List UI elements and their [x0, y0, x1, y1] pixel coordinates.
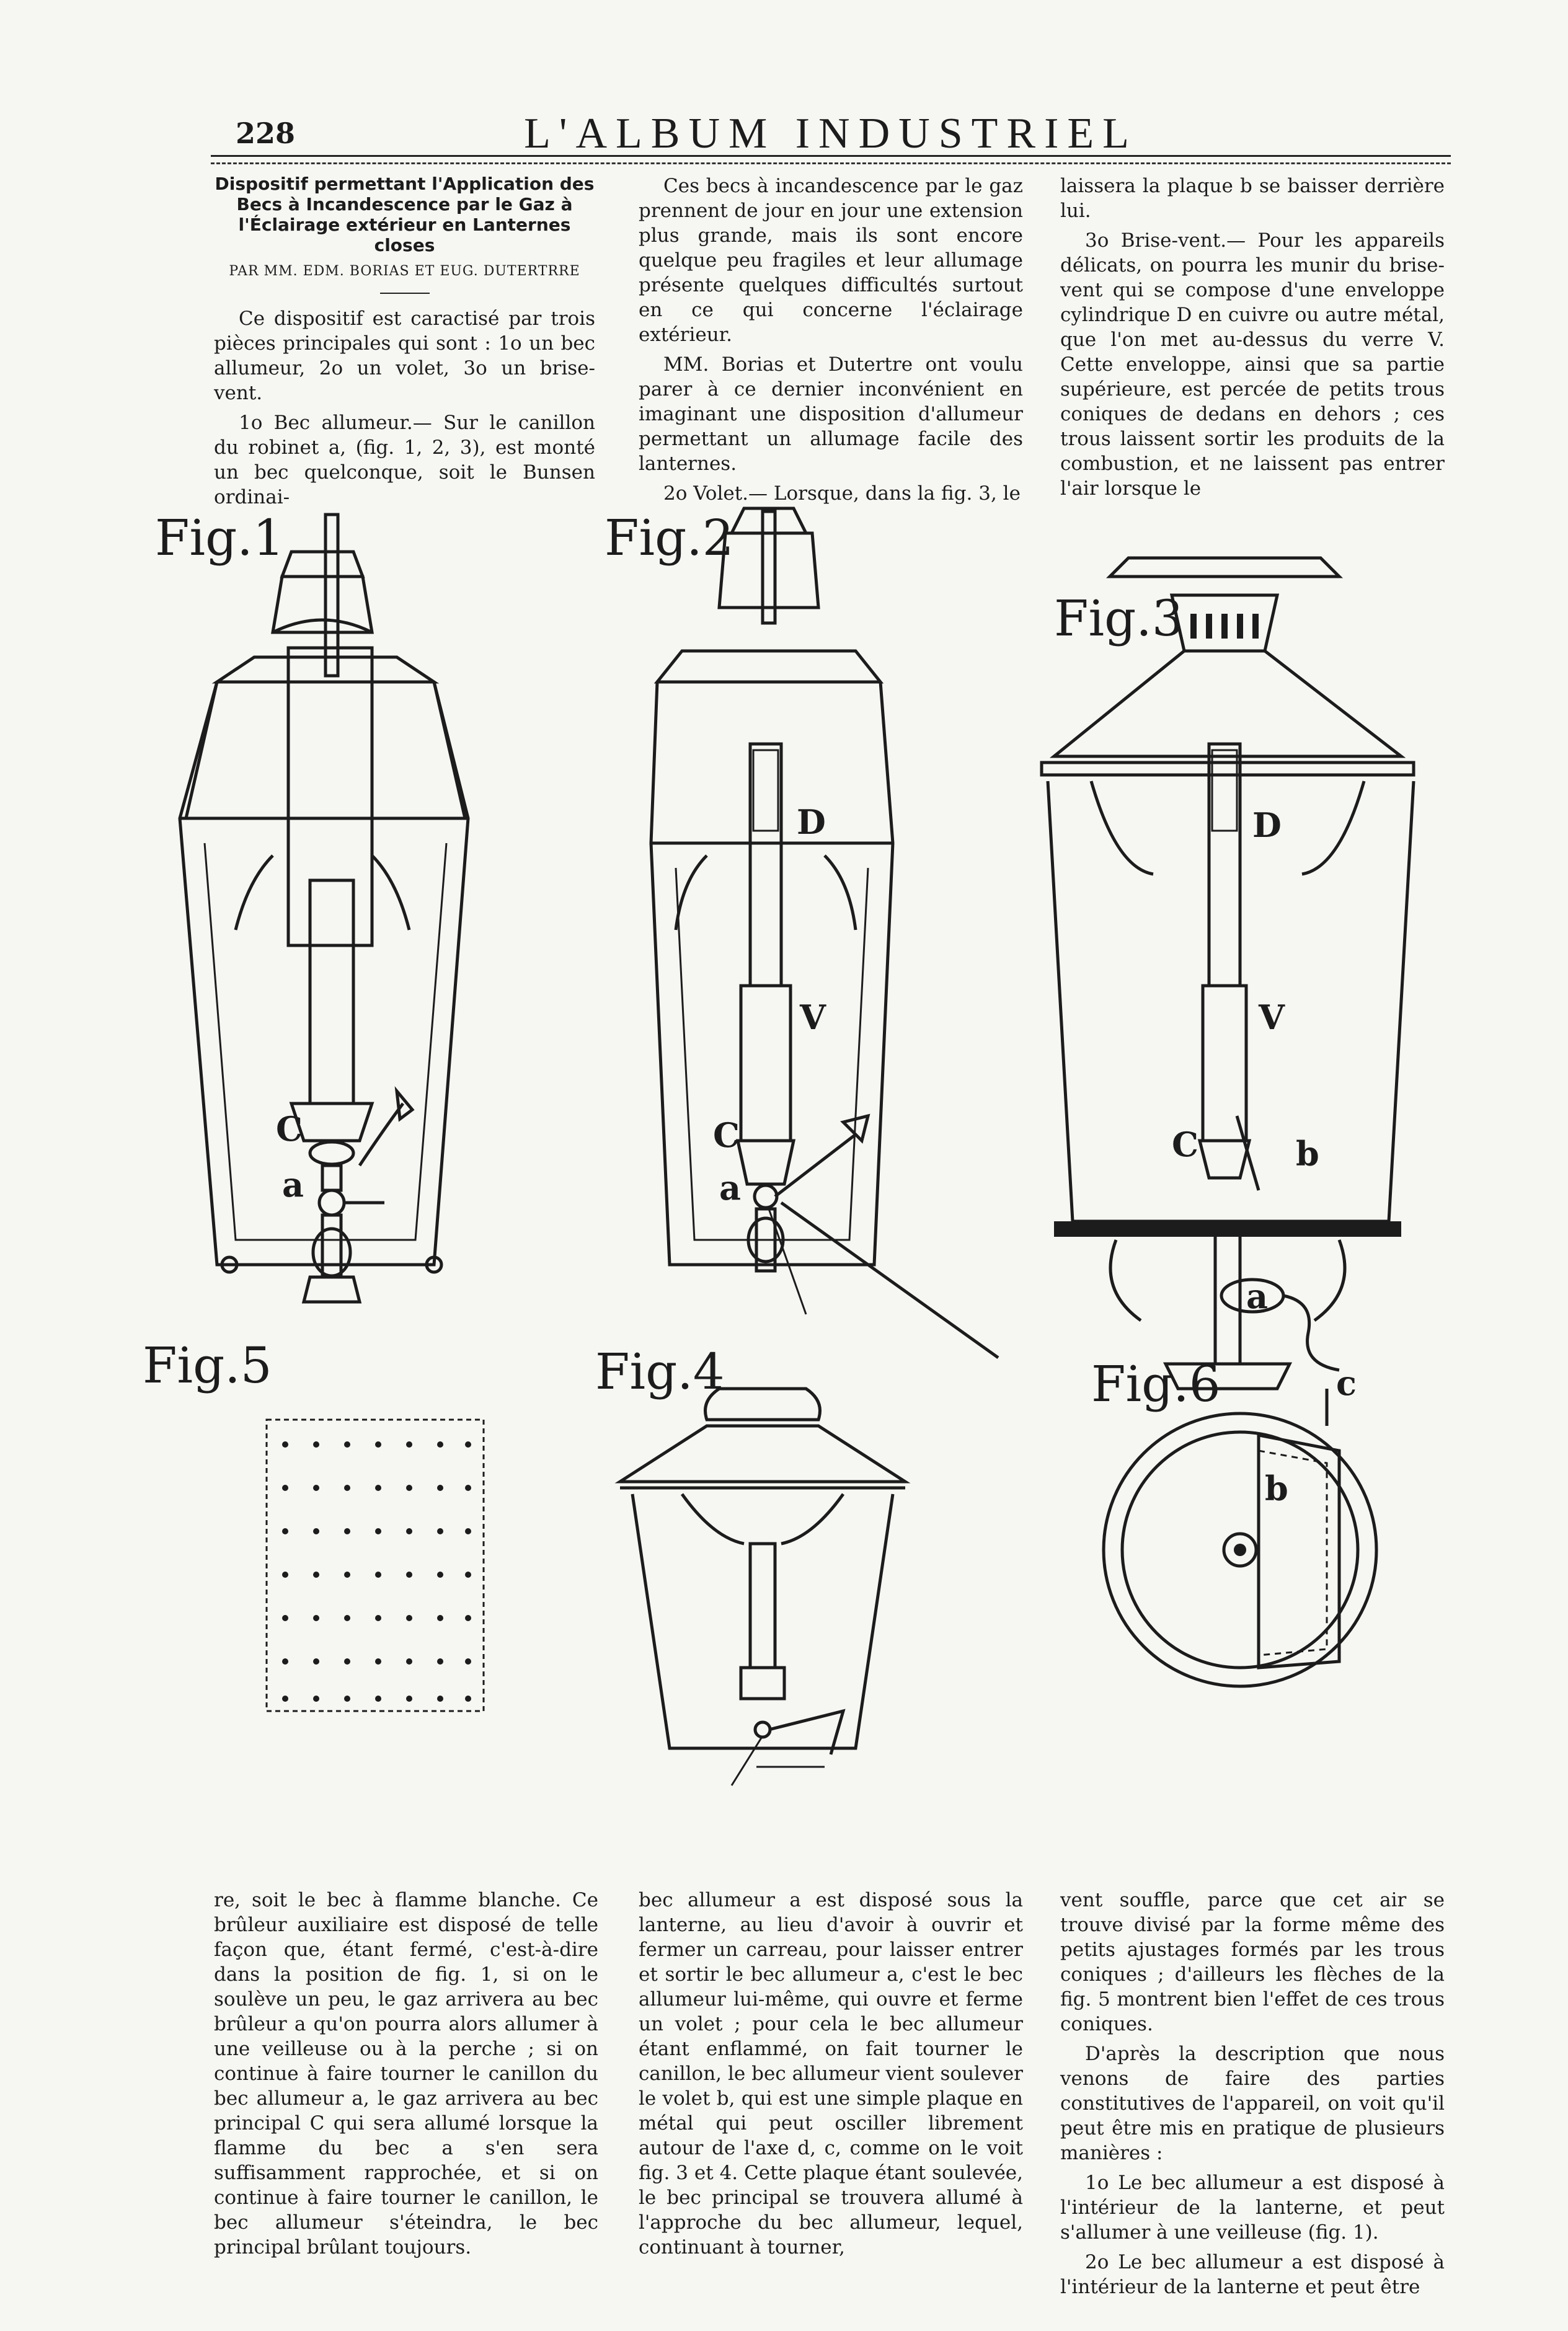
fig3-label-c: C: [1172, 1125, 1198, 1164]
paragraph: bec allumeur a est disposé sous la lante…: [639, 1889, 1023, 2258]
fig2-label-a: a: [719, 1168, 741, 1208]
fig6-label: Fig.6: [1091, 1355, 1221, 1413]
lantern-illustrations: Fig.1: [143, 506, 1415, 1786]
fig2-label: Fig.2: [605, 509, 734, 567]
bottom-column-2: bec allumeur a est disposé sous la lante…: [639, 1888, 1023, 2265]
fig1-label-c: C: [276, 1109, 303, 1149]
paragraph: D'après la description que nous venons d…: [1060, 2043, 1445, 2164]
paragraph: 1o Le bec allumeur a est disposé à l'int…: [1060, 2172, 1445, 2244]
fig6-label-c: c: [1336, 1363, 1357, 1403]
fig5-label: Fig.5: [143, 1337, 272, 1394]
fig3-label-b: b: [1296, 1134, 1319, 1174]
fig3-label-a: a: [1246, 1276, 1268, 1316]
fig6-label-b: b: [1265, 1469, 1288, 1508]
paragraph: 1o Bec allumeur.— Sur le canillon du rob…: [214, 412, 595, 508]
title-divider: [379, 293, 430, 294]
figure-plate: Fig.1: [124, 496, 1476, 1872]
fig1-lantern: Fig.1: [155, 509, 470, 1304]
article-authors: PAR MM. EDM. BORIAS ET EUG. DUTERTRRE: [229, 263, 580, 279]
top-column-1: Dispositif permettant l'Application des …: [214, 174, 595, 515]
fig2-label-v: V: [799, 997, 826, 1037]
paragraph: 2o Le bec allumeur a est disposé à l'int…: [1060, 2251, 1445, 2298]
top-column-2: Ces becs à incandescence par le gaz pren…: [639, 174, 1023, 511]
fig2-lantern: Fig.2 D: [605, 506, 999, 1360]
paragraph: MM. Borias et Dutertre ont voulu parer à…: [639, 353, 1023, 475]
fig2-label-d: D: [797, 802, 826, 842]
fig6-circular-shutter: Fig.6 b c: [1091, 1355, 1378, 1688]
journal-title: L'ALBUM INDUSTRIEL: [524, 110, 1138, 157]
paragraph: Ces becs à incandescence par le gaz pren…: [639, 175, 1023, 346]
fig5-perforated-sheet: Fig.5: [143, 1337, 485, 1712]
fig3-label-v: V: [1258, 997, 1285, 1037]
page-header: 228 L'ALBUM INDUSTRIEL: [211, 105, 1451, 161]
fig1-label: Fig.1: [155, 509, 285, 567]
fig4-label: Fig.4: [595, 1343, 725, 1400]
article-title: Dispositif permettant l'Application des …: [215, 174, 595, 255]
header-dashed-rule: [211, 162, 1451, 164]
paragraph: re, soit le bec à flamme blanche. Ce brû…: [214, 1889, 598, 2258]
fig2-label-c: C: [713, 1115, 740, 1155]
fig4-lantern: Fig.4: [595, 1343, 911, 1786]
bottom-column-1: re, soit le bec à flamme blanche. Ce brû…: [214, 1888, 598, 2265]
paragraph: 2o Volet.— Lorsque, dans la fig. 3, le: [663, 482, 1021, 505]
paragraph: 3o Brise-vent.— Pour les appareils délic…: [1060, 229, 1445, 500]
paragraph: vent souffle, parce que cet air se trouv…: [1060, 1889, 1445, 2035]
fig3-label-d: D: [1252, 805, 1282, 845]
bottom-column-3: vent souffle, parce que cet air se trouv…: [1060, 1888, 1445, 2304]
paragraph: laissera la plaque b se baisser derrière…: [1060, 175, 1445, 222]
fig1-label-a: a: [282, 1165, 304, 1205]
top-column-3: laissera la plaque b se baisser derrière…: [1060, 174, 1445, 506]
header-rule: [211, 155, 1451, 157]
fig3-lantern: Fig.3: [1040, 556, 1415, 1391]
page-number: 228: [236, 117, 296, 150]
paragraph: Ce dispositif est caractisé par trois pi…: [214, 307, 595, 404]
fig3-label: Fig.3: [1054, 590, 1184, 647]
